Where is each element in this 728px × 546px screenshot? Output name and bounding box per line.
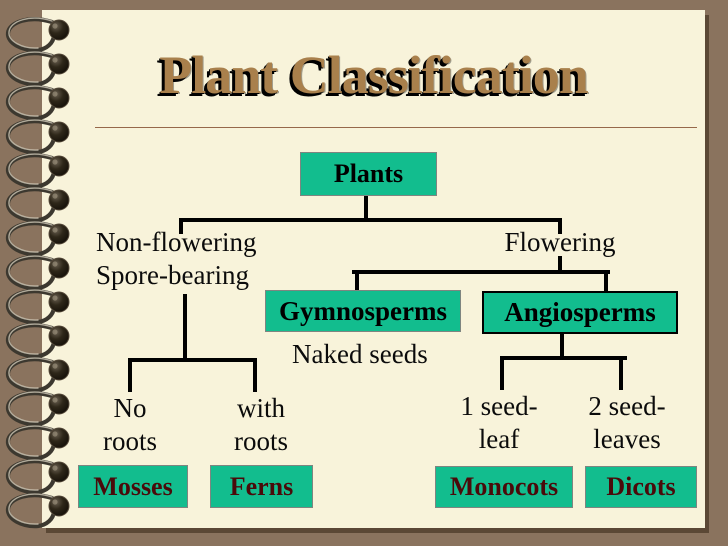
label-non-flowering-line1: Non-flowering xyxy=(96,227,257,257)
tree-connector xyxy=(352,270,610,274)
label-two-seed-leaves-line2: leaves xyxy=(593,424,661,454)
title-divider-line xyxy=(95,127,697,128)
node-dicots: Dicots xyxy=(585,466,697,508)
node-plants: Plants xyxy=(300,152,437,196)
node-gymnosperms-label: Gymnosperms xyxy=(279,295,447,326)
label-one-seed-leaf-line1: 1 seed- xyxy=(460,391,538,421)
node-ferns-label: Ferns xyxy=(229,471,294,501)
label-no-roots-line1: No xyxy=(113,393,147,423)
tree-connector xyxy=(128,358,257,362)
label-no-roots-line2: roots xyxy=(103,426,157,456)
label-non-flowering-line2: Spore-bearing xyxy=(96,260,249,290)
tree-connector xyxy=(560,334,564,360)
tree-connector xyxy=(500,360,504,390)
label-with-roots-line2: roots xyxy=(234,426,288,456)
tree-connector xyxy=(558,256,562,274)
label-flowering: Flowering xyxy=(504,227,616,257)
node-mosses-label: Mosses xyxy=(93,471,173,501)
node-angiosperms: Angiosperms xyxy=(482,291,678,334)
label-naked-seeds: Naked seeds xyxy=(292,339,428,369)
tree-connector xyxy=(364,196,368,220)
tree-connector xyxy=(355,274,359,290)
label-one-seed-leaf: 1 seed- leaf xyxy=(449,390,549,456)
page-title: Plant Classification xyxy=(159,45,589,105)
tree-connector xyxy=(179,218,562,222)
node-monocots: Monocots xyxy=(435,466,573,508)
tree-connector xyxy=(128,362,132,392)
node-angiosperms-label: Angiosperms xyxy=(504,297,656,327)
tree-connector xyxy=(558,222,562,234)
tree-connector xyxy=(253,362,257,392)
tree-connector xyxy=(179,222,183,234)
node-gymnosperms: Gymnosperms xyxy=(265,290,461,332)
tree-connector xyxy=(604,274,608,291)
notebook-page: Plant Classification Plants Non-flowerin… xyxy=(42,10,705,528)
label-two-seed-leaves-line1: 2 seed- xyxy=(588,391,666,421)
node-ferns: Ferns xyxy=(210,465,313,508)
label-two-seed-leaves: 2 seed- leaves xyxy=(577,390,677,456)
label-with-roots-line1: with xyxy=(236,393,285,423)
node-mosses: Mosses xyxy=(78,465,188,508)
tree-connector xyxy=(619,360,623,390)
label-no-roots: No roots xyxy=(90,392,170,458)
spiral-binding xyxy=(0,0,95,546)
tree-connector xyxy=(500,356,627,360)
label-with-roots: with roots xyxy=(219,392,303,458)
node-plants-label: Plants xyxy=(333,159,404,188)
node-dicots-label: Dicots xyxy=(606,472,676,501)
label-one-seed-leaf-line2: leaf xyxy=(478,424,520,454)
tree-connector xyxy=(183,294,187,362)
node-monocots-label: Monocots xyxy=(449,472,559,501)
label-non-flowering: Non-flowering Spore-bearing xyxy=(96,226,256,292)
